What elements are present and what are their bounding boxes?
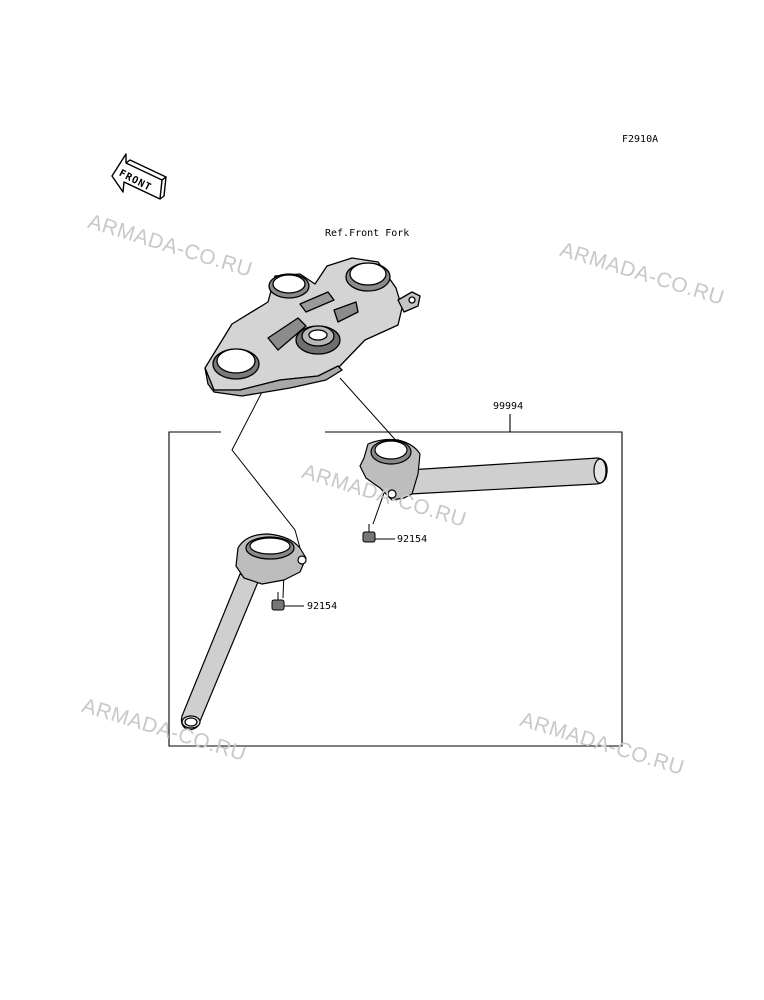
bolt-left	[271, 592, 304, 611]
triple-clamp	[204, 257, 421, 397]
kit-frame	[168, 414, 623, 747]
right-clip-on	[359, 438, 608, 501]
left-clip-on	[180, 533, 307, 731]
part-number-bolt-right: 92154	[397, 534, 428, 545]
front-arrow-icon	[111, 153, 167, 200]
part-number-bolt-left: 92154	[307, 601, 338, 612]
figure-code: F2910A	[622, 134, 659, 145]
ref-front-fork-label: Ref.Front Fork	[325, 228, 410, 239]
bolt-right	[362, 524, 395, 543]
part-number-kit: 99994	[493, 401, 524, 412]
